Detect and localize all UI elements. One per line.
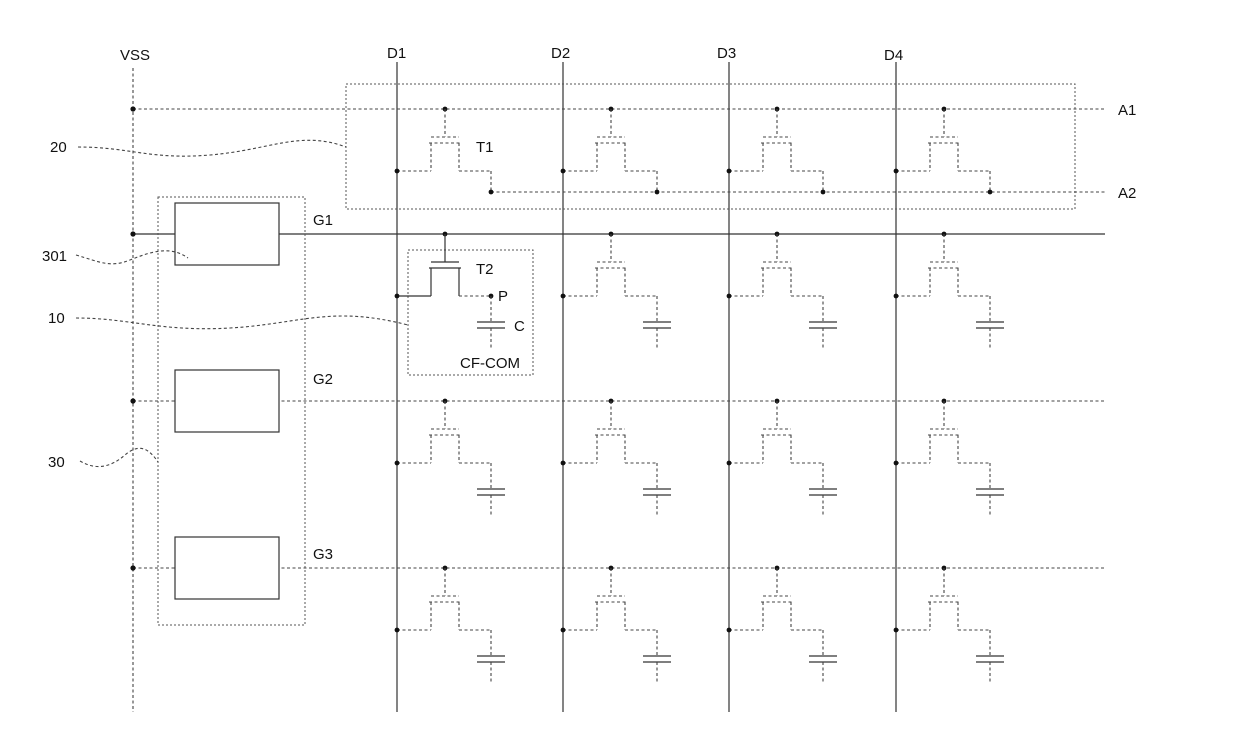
- node-dot: [130, 565, 135, 570]
- static-layer: [76, 62, 1105, 712]
- pixel-r3c1-source-node: [395, 628, 400, 633]
- t1-col1-a2-node: [489, 190, 494, 195]
- gate-driver-unit-2: [175, 370, 279, 432]
- pixel-cells: [395, 107, 1004, 684]
- t1-col4-source-node: [894, 169, 899, 174]
- ref-label-301: 301: [42, 248, 67, 265]
- aux-label-a1: A1: [1118, 102, 1136, 119]
- pixel-r3c3-source-node: [727, 628, 732, 633]
- pixel-r2c3-source-node: [727, 461, 732, 466]
- pixel-r1c4-source-node: [894, 294, 899, 299]
- node-dot: [130, 231, 135, 236]
- pixel-r2c4-source-node: [894, 461, 899, 466]
- data-label-d3: D3: [717, 45, 736, 62]
- region-20-box: [346, 84, 1075, 209]
- vss-label: VSS: [120, 47, 150, 64]
- leader-20: [78, 140, 346, 156]
- transistor-label-t1: T1: [476, 139, 494, 156]
- leader-10: [76, 316, 408, 329]
- leader-30: [80, 448, 158, 466]
- ref-label-10: 10: [48, 310, 65, 327]
- t1-col2-a2-node: [655, 190, 660, 195]
- pixel-r3c2-source-node: [561, 628, 566, 633]
- data-label-d2: D2: [551, 45, 570, 62]
- gate-driver-unit-1: [175, 203, 279, 265]
- t1-col2-source-node: [561, 169, 566, 174]
- t1-col3-source-node: [727, 169, 732, 174]
- capacitor-label-c: C: [514, 318, 525, 335]
- gate-label-g2: G2: [313, 371, 333, 388]
- data-label-d1: D1: [387, 45, 406, 62]
- gate-label-g1: G1: [313, 212, 333, 229]
- pixel-r3c4-source-node: [894, 628, 899, 633]
- data-label-d4: D4: [884, 47, 903, 64]
- gate-driver-unit-3: [175, 537, 279, 599]
- aux-label-a2: A2: [1118, 185, 1136, 202]
- pixel-r1c2-source-node: [561, 294, 566, 299]
- t1-col1-source-node: [395, 169, 400, 174]
- pixel-r1c3-source-node: [727, 294, 732, 299]
- node-label-p: P: [498, 288, 508, 305]
- node-dot: [130, 106, 135, 111]
- gate-label-g3: G3: [313, 546, 333, 563]
- t1-col4-a2-node: [988, 190, 993, 195]
- leader-301: [76, 251, 188, 264]
- transistor-label-t2: T2: [476, 261, 494, 278]
- common-electrode-label: CF-COM: [460, 355, 520, 372]
- pixel-r2c1-source-node: [395, 461, 400, 466]
- ref-label-30: 30: [48, 454, 65, 471]
- t1-col3-a2-node: [821, 190, 826, 195]
- node-dot: [130, 398, 135, 403]
- pixel-r1c1-source-node: [395, 294, 400, 299]
- pixel-r2c2-source-node: [561, 461, 566, 466]
- ref-label-20: 20: [50, 139, 67, 156]
